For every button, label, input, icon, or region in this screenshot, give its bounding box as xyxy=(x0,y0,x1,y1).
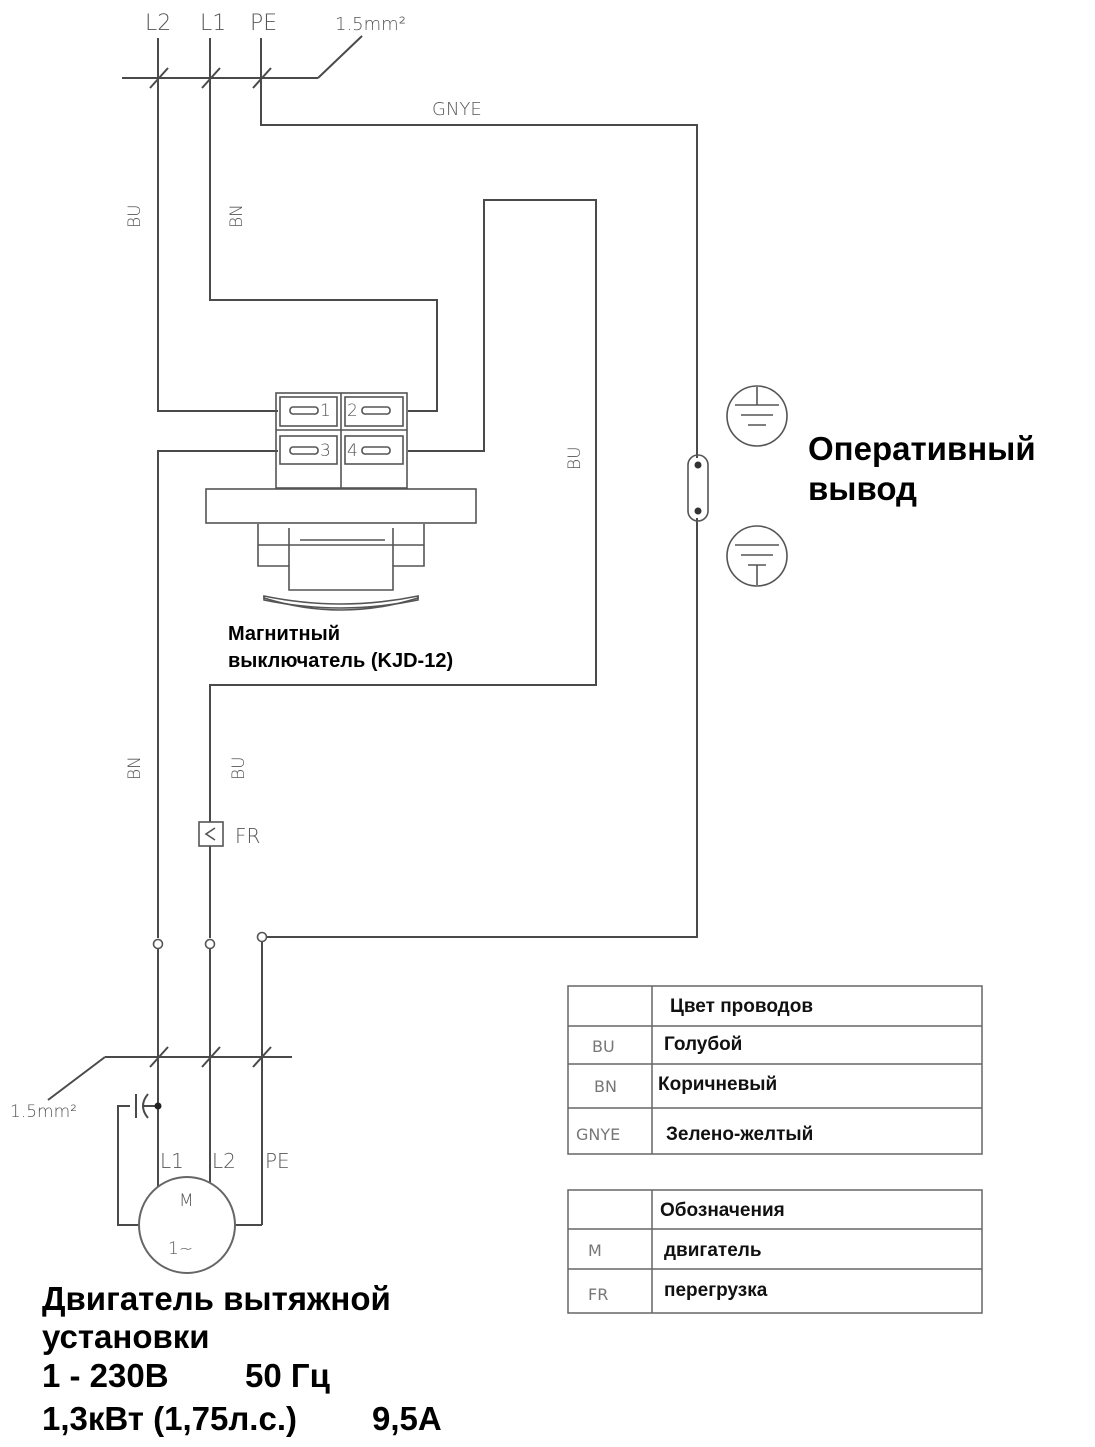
symbols-name-1: перегрузка xyxy=(664,1280,768,1301)
wire-label-bn-left: BN xyxy=(227,204,247,228)
node-pe xyxy=(256,931,268,943)
motor-l2-label: L2 xyxy=(212,1149,236,1173)
wire-bn-lower xyxy=(157,450,278,938)
motor-caption-line4b: 9,5А xyxy=(372,1400,442,1437)
node-l2 xyxy=(204,938,216,950)
switch-terminal-4: 4 xyxy=(347,441,358,461)
earth-icon-top xyxy=(726,385,788,447)
wire-l2-bu xyxy=(157,38,278,412)
switch-terminal-1: 1 xyxy=(320,401,331,421)
wire-label-bu-mid: BU xyxy=(565,446,585,470)
motor-symbol: M xyxy=(179,1191,194,1211)
wire-colors-name-1: Коричневый xyxy=(658,1074,777,1095)
earth-icon-bottom xyxy=(726,525,788,587)
wire-label-bn-lower: BN xyxy=(125,756,145,780)
switch-label-line1: Магнитный xyxy=(228,623,340,645)
wire-label-bu-lower: BU xyxy=(229,756,249,780)
motor-caption-line3b: 50 Гц xyxy=(245,1357,330,1394)
symbols-header: Обозначения xyxy=(660,1200,785,1221)
motor-wires xyxy=(47,942,292,1226)
wire-colors-name-0: Голубой xyxy=(664,1034,742,1055)
supply-pe-label: PE xyxy=(250,11,277,36)
ground-label-line1: Оперативный xyxy=(808,430,1036,467)
motor-icon xyxy=(138,1176,236,1274)
symbols-code-0: M xyxy=(588,1241,602,1260)
motor-cable-label: 1.5mm² xyxy=(10,1102,77,1122)
motor-caption-line3a: 1 - 230В xyxy=(42,1357,169,1394)
supply-l1-label: L1 xyxy=(200,11,226,36)
wire-label-bu-left: BU xyxy=(125,204,145,228)
wire-colors-code-2: GNYE xyxy=(576,1125,620,1144)
supply-l2-label: L2 xyxy=(145,11,171,36)
overload-fr xyxy=(198,821,224,847)
motor-caption-line2: установки xyxy=(42,1318,210,1355)
wire-l1-bn xyxy=(209,38,438,412)
switch-terminal-2: 2 xyxy=(347,401,358,421)
wire-colors-code-0: BU xyxy=(592,1037,615,1056)
wire-bu-loop xyxy=(209,199,597,938)
ground-fuse xyxy=(687,454,709,522)
symbols-name-0: двигатель xyxy=(664,1240,762,1261)
symbols-table xyxy=(567,1189,983,1314)
ground-label-line2: вывод xyxy=(808,470,917,507)
wire-colors-table xyxy=(567,985,983,1155)
motor-phase: 1~ xyxy=(168,1239,193,1259)
wire-colors-name-2: Зелено-желтый xyxy=(666,1124,813,1145)
wire-pe-gnye xyxy=(260,38,698,458)
magnetic-switch xyxy=(205,392,477,611)
switch-terminal-3: 3 xyxy=(320,441,331,461)
wire-label-gnye: GNYE xyxy=(432,99,482,120)
motor-caption-line4a: 1,3кВт (1,75л.с.) xyxy=(42,1400,297,1437)
wire-gnye-lower xyxy=(266,518,698,938)
wire-colors-code-1: BN xyxy=(594,1077,617,1096)
symbols-code-1: FR xyxy=(588,1285,608,1304)
motor-l1-label: L1 xyxy=(160,1149,184,1173)
capacitor-node xyxy=(154,1102,162,1110)
supply-cable-label: 1.5mm² xyxy=(335,14,406,35)
node-l1 xyxy=(152,938,164,950)
motor-caption-line1: Двигатель вытяжной xyxy=(42,1280,391,1317)
overload-label: FR xyxy=(235,824,260,848)
motor-pe-label: PE xyxy=(265,1149,290,1173)
wire-colors-header: Цвет проводов xyxy=(670,996,813,1017)
switch-label-line2: выключатель (KJD-12) xyxy=(228,650,453,672)
